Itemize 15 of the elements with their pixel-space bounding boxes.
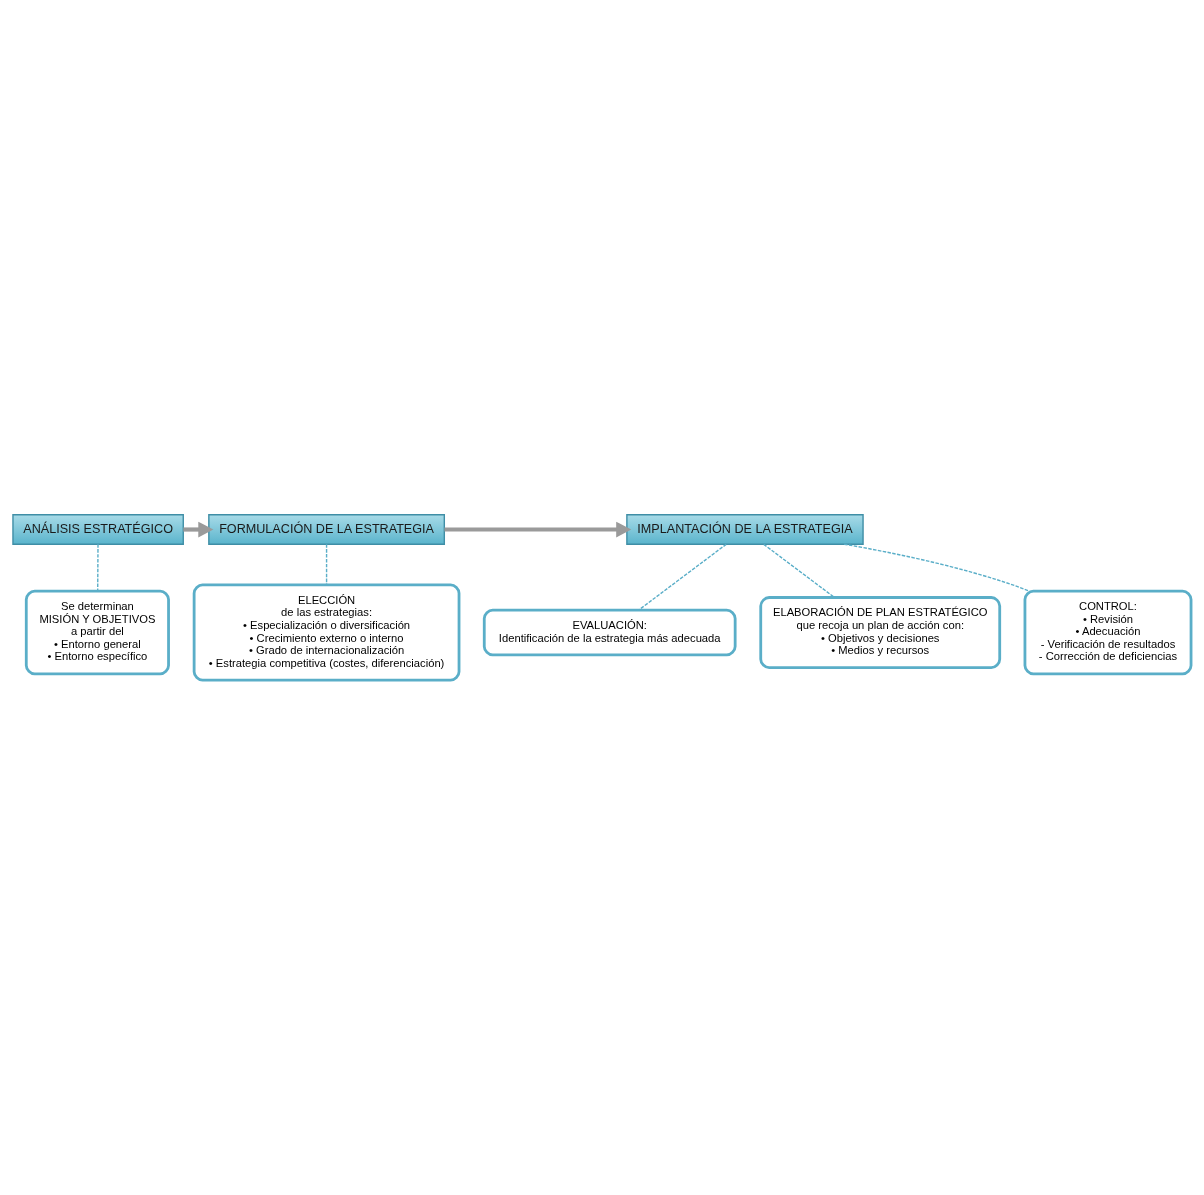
arrow	[444, 521, 632, 538]
node-box: EVALUACIÓN: Identificación de la estrategia más adecuada	[482, 608, 737, 657]
connector	[763, 543, 836, 599]
connector	[325, 543, 328, 586]
node-box: Se determinan MISIÓN Y OBJETIVOS a partir del • Entorno general • Entorno específico	[24, 589, 170, 676]
node-box: CONTROL: • Revisión • Adecuación - Verificación de resultados - Corrección de deficiencias	[1023, 589, 1193, 676]
node-box: ELABORACIÓN DE PLAN ESTRATÉGICO que recoja un plan de acción con: • Objetivos y decisiones • Medios y recursos	[759, 596, 1002, 669]
arrow	[183, 521, 214, 538]
connector	[97, 543, 99, 592]
node-box: IMPLANTACIÓN DE LA ESTRATEGIA	[626, 514, 864, 545]
connector	[638, 543, 727, 611]
node-box: ELECCIÓN de las estrategias: • Especialización o diversificación • Crecimiento externo o interno • Grado de internacionalización • Estrategia competitiva (costes, diferenciación)	[192, 583, 461, 682]
node-box: ANÁLISIS ESTRATÉGICO	[12, 514, 184, 545]
node-box: FORMULACIÓN DE LA ESTRATEGIA	[208, 514, 445, 545]
connector	[843, 543, 1031, 592]
